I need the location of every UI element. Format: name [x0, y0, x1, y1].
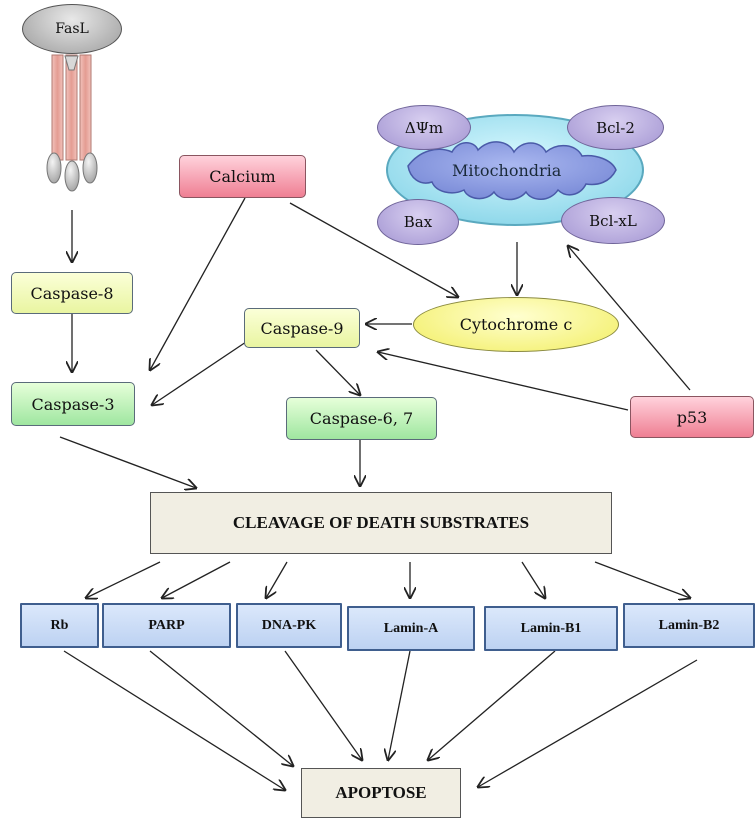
arrow-cleavage-dnapk — [266, 561, 288, 598]
apoptose-label: APOPTOSE — [335, 783, 427, 802]
fasl-node: FasL — [22, 4, 122, 54]
mitochondria-label: Mitochondria — [452, 161, 562, 180]
p53-node: p53 — [630, 396, 754, 438]
arrow-lamina-apoptose — [388, 650, 411, 760]
arrow-cleavage-rb — [86, 561, 161, 598]
substrate-lamin-b2: Lamin-B2 — [623, 603, 755, 648]
delta-psi-m-label: ΔΨm — [404, 118, 444, 137]
arrow-parp-apoptose — [149, 650, 293, 766]
fasl-label: FasL — [55, 21, 89, 37]
arrow-caspase3-cleavage — [59, 436, 196, 488]
caspase67-label: Caspase-6, 7 — [309, 409, 414, 428]
substrate-lamin-a-label: Lamin-A — [383, 620, 439, 636]
caspase3-label: Caspase-3 — [31, 394, 115, 414]
substrate-lamin-b1: Lamin-B1 — [484, 606, 618, 651]
arrow-dnapk-apoptose — [284, 650, 362, 760]
arrow-calcium-cytochrome — [289, 202, 458, 297]
caspase9-label: Caspase-9 — [260, 318, 344, 338]
cytochrome-c-node: Cytochrome c — [413, 297, 619, 352]
caspase8-node: Caspase-8 — [11, 272, 133, 314]
substrate-rb: Rb — [20, 603, 99, 648]
bcl-xl-label: Bcl-xL — [589, 211, 637, 230]
caspase9-node: Caspase-9 — [244, 308, 360, 348]
arrow-caspase9-caspase3 — [152, 341, 247, 405]
delta-psi-m-node: ΔΨm — [377, 105, 471, 150]
calcium-label: Calcium — [209, 167, 276, 186]
substrate-parp: PARP — [102, 603, 231, 648]
substrate-dna-pk-label: DNA-PK — [261, 617, 317, 633]
bax-node: Bax — [377, 199, 459, 245]
arrow-rb-apoptose — [63, 650, 285, 790]
bcl-xl-node: Bcl-xL — [561, 197, 665, 244]
calcium-node: Calcium — [179, 155, 306, 198]
arrow-cleavage-parp — [162, 561, 231, 598]
substrate-dna-pk: DNA-PK — [236, 603, 342, 648]
arrow-laminb1-apoptose — [428, 650, 556, 760]
substrate-parp-label: PARP — [148, 617, 185, 633]
cleavage-label: CLEAVAGE OF DEATH SUBSTRATES — [232, 513, 530, 532]
arrow-cleavage-laminb1 — [521, 561, 545, 598]
bcl2-node: Bcl-2 — [567, 105, 664, 150]
arrow-p53-bclxl — [568, 246, 691, 391]
arrow-p53-caspase9 — [378, 352, 629, 411]
bcl2-label: Bcl-2 — [596, 118, 635, 137]
substrate-rb-label: Rb — [50, 617, 69, 633]
caspase3-node: Caspase-3 — [11, 382, 135, 426]
apoptose-node: APOPTOSE — [301, 768, 461, 818]
caspase8-label: Caspase-8 — [30, 283, 114, 303]
p53-label: p53 — [676, 407, 708, 427]
cleavage-node: CLEAVAGE OF DEATH SUBSTRATES — [150, 492, 612, 554]
cytochrome-c-label: Cytochrome c — [459, 315, 573, 334]
substrate-lamin-b2-label: Lamin-B2 — [658, 617, 720, 633]
arrow-calcium-caspase3 — [150, 197, 246, 370]
bax-label: Bax — [403, 213, 433, 231]
caspase67-node: Caspase-6, 7 — [286, 397, 437, 440]
substrate-lamin-a: Lamin-A — [347, 606, 475, 651]
arrow-cleavage-laminb2 — [594, 561, 690, 598]
substrate-lamin-b1-label: Lamin-B1 — [520, 620, 582, 636]
fas-receptor-icon — [46, 54, 98, 192]
pathway-arrows — [59, 197, 698, 790]
arrow-laminb2-apoptose — [478, 659, 698, 787]
arrow-caspase9-caspase67 — [315, 349, 360, 395]
